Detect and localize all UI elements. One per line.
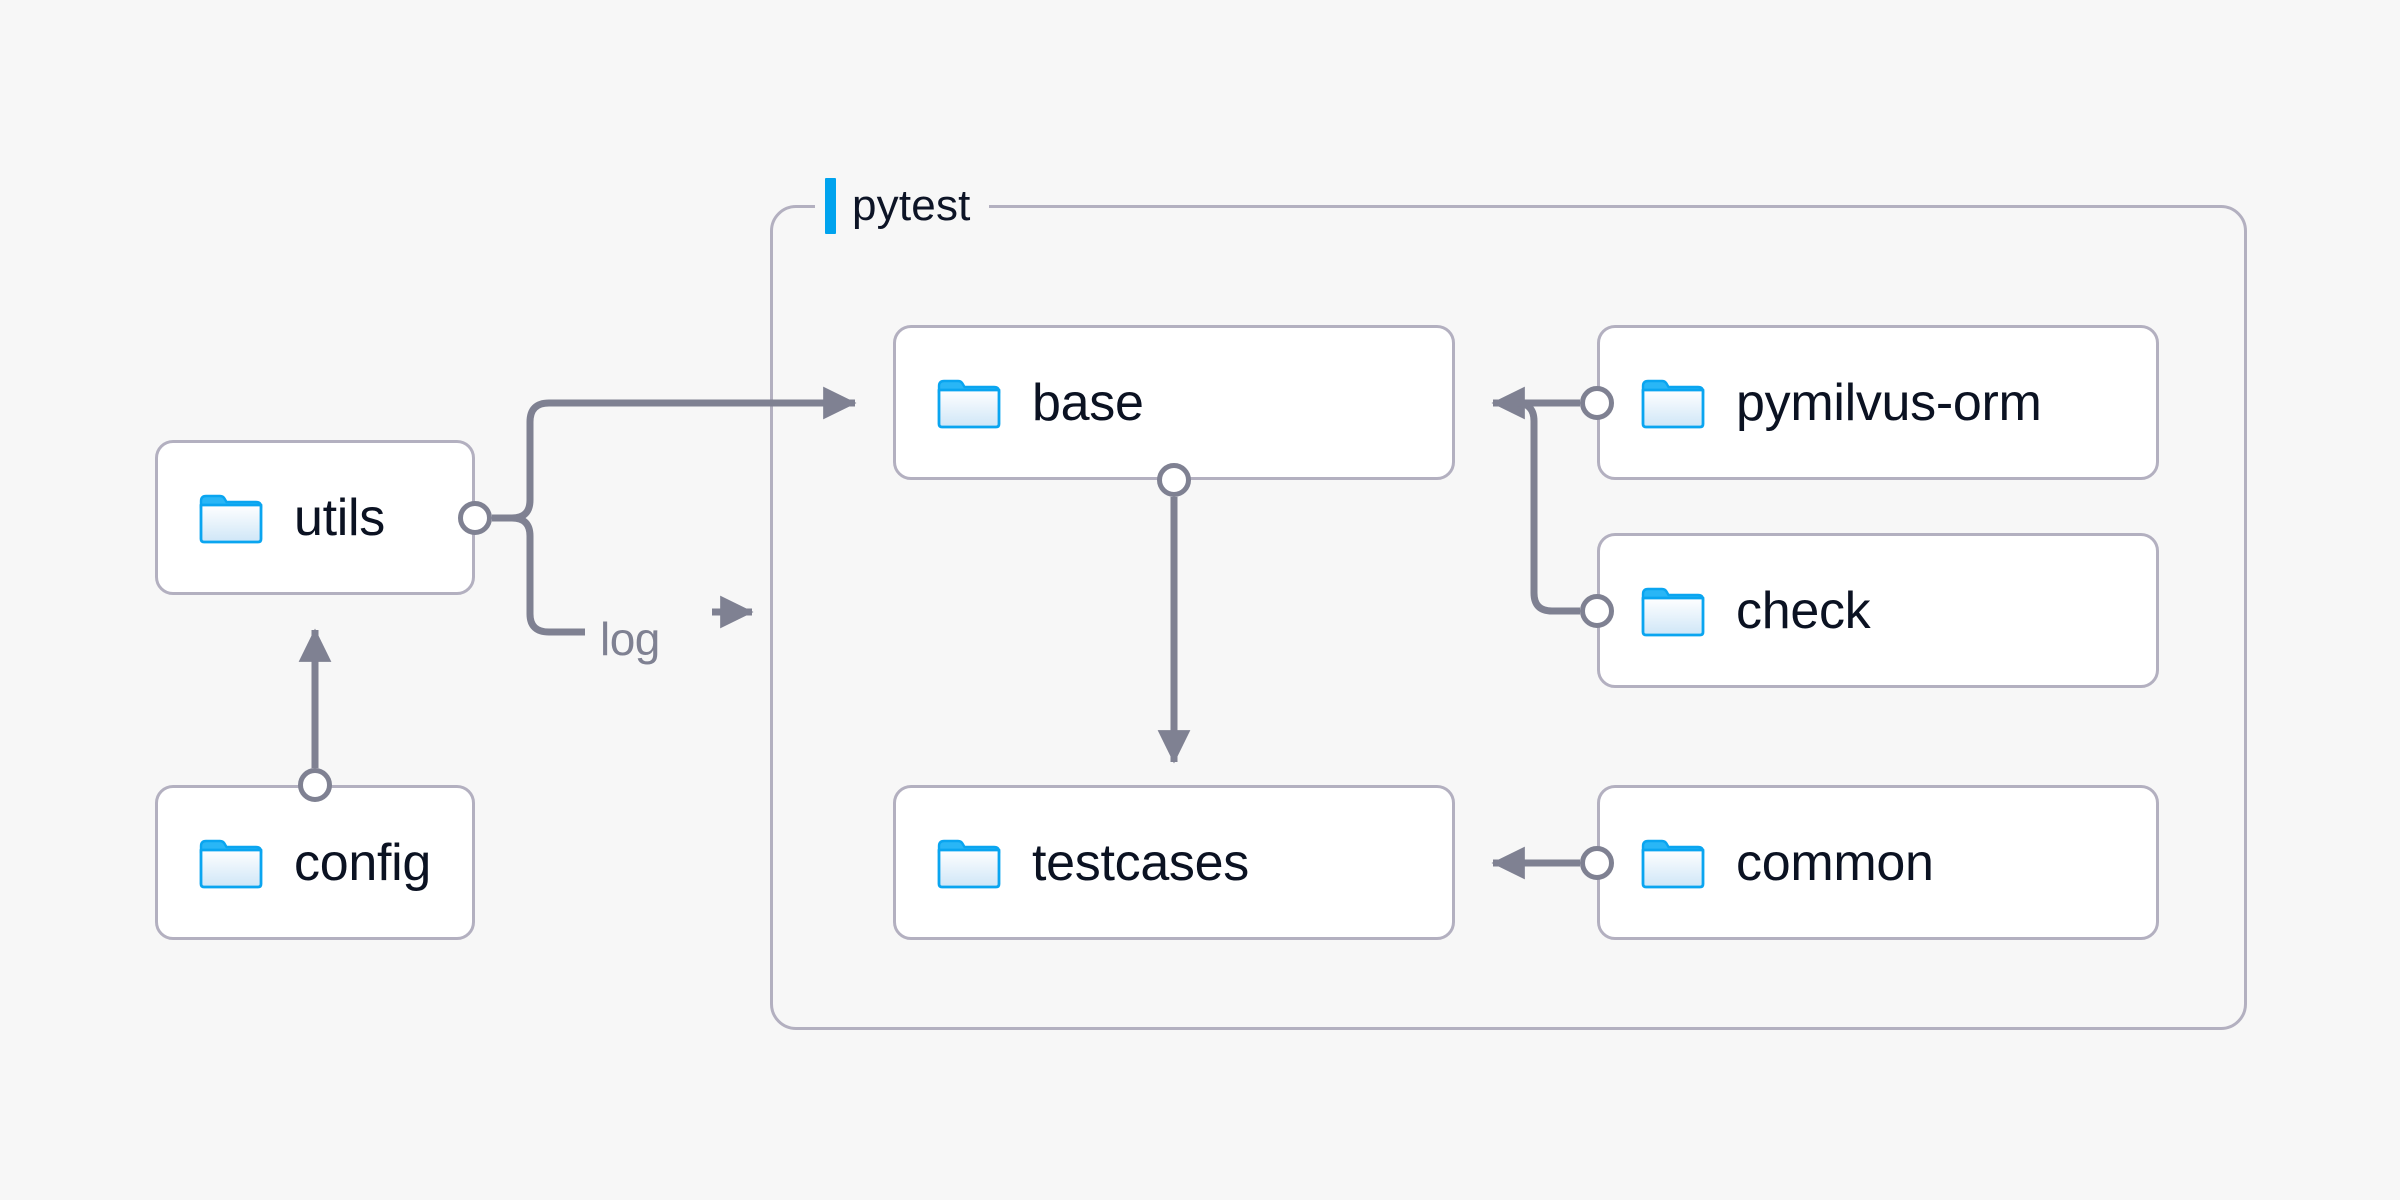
edge-label-log: log: [600, 613, 660, 665]
edge-utils-base: [492, 386, 857, 522]
node-check[interactable]: check: [1597, 533, 2159, 688]
folder-icon: [1641, 839, 1705, 888]
node-utils[interactable]: utils: [155, 440, 475, 595]
port-pymilvus-orm-left[interactable]: [1580, 386, 1614, 420]
folder-icon: [937, 839, 1001, 888]
node-base[interactable]: base: [893, 325, 1455, 480]
folder-icon: [937, 379, 1001, 428]
node-config[interactable]: config: [155, 785, 475, 940]
folder-icon: [199, 494, 263, 543]
group-title-label: pytest: [852, 181, 971, 230]
node-label: common: [1736, 833, 1934, 892]
node-pymilvus-orm[interactable]: pymilvus-orm: [1597, 325, 2159, 480]
port-config-top[interactable]: [298, 768, 332, 802]
edge-utils-log: [492, 514, 585, 636]
node-testcases[interactable]: testcases: [893, 785, 1455, 940]
port-check-left[interactable]: [1580, 594, 1614, 628]
node-common[interactable]: common: [1597, 785, 2159, 940]
edge-check-base: [1493, 399, 1580, 615]
group-title-pytest: pytest: [815, 178, 989, 234]
node-label: config: [294, 833, 431, 892]
group-accent-bar-icon: [825, 178, 836, 234]
group-container-pytest[interactable]: [770, 205, 2247, 1030]
folder-icon: [199, 839, 263, 888]
folder-icon: [1641, 587, 1705, 636]
node-label: base: [1032, 373, 1144, 432]
node-label: check: [1736, 581, 1871, 640]
port-common-left[interactable]: [1580, 846, 1614, 880]
node-label: pymilvus-orm: [1736, 373, 2042, 432]
port-utils-right[interactable]: [458, 501, 492, 535]
port-base-bottom[interactable]: [1157, 463, 1191, 497]
folder-icon: [1641, 379, 1705, 428]
node-label: utils: [294, 488, 385, 547]
node-label: testcases: [1032, 833, 1249, 892]
